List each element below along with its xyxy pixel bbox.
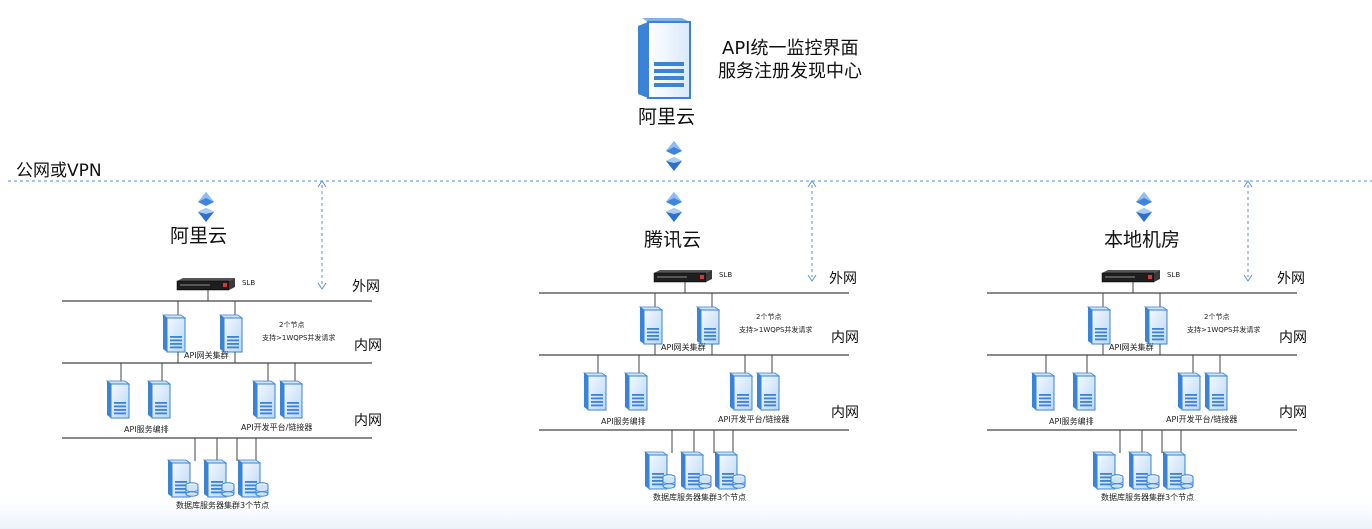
server-icon [623,372,649,411]
server-icon [638,306,664,345]
top-title-line1: API统一监控界面 [722,38,859,59]
top-title-line2: 服务注册发现中心 [718,61,862,82]
server-icon [1203,372,1229,411]
slb-label: SLB [719,271,733,279]
server-icon [1086,306,1112,345]
dashed-bidirectional-arrow [807,180,817,282]
server-icon [146,380,172,419]
database-server-icon [643,451,676,490]
node-info-line1: 2个节点 [279,321,305,329]
public-network-label: 公网或VPN [16,161,102,181]
orchestration-label: API服务编排 [124,425,169,434]
database-cluster-label: 数据库服务器集群3个节点 [1101,493,1195,502]
node-info-line1: 2个节点 [756,313,782,321]
server-icon [1071,372,1097,411]
rack-server-icon [653,270,712,283]
node-info-line2: 支持>1WQPS并发请求 [1187,326,1261,334]
database-server-icon [236,459,269,498]
outer-network-label: 外网 [1277,271,1305,287]
server-icon [1176,372,1202,411]
inner-network-label-2: 内网 [1279,405,1307,421]
dev-platform-label: API开发平台/链接器 [718,415,790,424]
database-server-icon [202,459,235,498]
orchestration-label: API服务编排 [601,417,646,426]
site-name: 阿里云 [170,225,228,247]
gateway-cluster-label: API网关集群 [661,343,706,352]
server-icon [582,372,608,411]
database-server-icon [1127,451,1160,490]
server-icon [218,314,244,353]
server-icon [161,314,187,353]
database-cluster-label: 数据库服务器集群3个节点 [653,493,747,502]
server-icon [728,372,754,411]
server-icon [1143,306,1169,345]
dev-platform-label: API开发平台/链接器 [241,423,313,432]
outer-network-label: 外网 [829,271,857,287]
database-server-icon [679,451,712,490]
server-icon [1030,372,1056,411]
diamond-connector-icon [1136,192,1152,222]
database-cluster-label: 数据库服务器集群3个节点 [176,501,270,510]
slb-label: SLB [242,279,256,287]
site-name: 腾讯云 [644,229,702,251]
diamond-connector-icon [666,192,682,222]
database-server-icon [1091,451,1124,490]
top-cloud-label: 阿里云 [638,106,696,128]
server-tower-icon [638,18,691,99]
inner-network-label-1: 内网 [1279,330,1307,346]
server-icon [695,306,721,345]
server-icon [251,380,277,419]
gateway-cluster-label: API网关集群 [1109,343,1154,352]
node-info-line1: 2个节点 [1204,313,1230,321]
inner-network-label-1: 内网 [831,330,859,346]
database-server-icon [166,459,199,498]
dashed-bidirectional-arrow [1243,180,1253,282]
slb-label: SLB [1167,271,1181,279]
server-icon [755,372,781,411]
outer-network-label: 外网 [352,279,380,295]
orchestration-label: API服务编排 [1049,417,1094,426]
dev-platform-label: API开发平台/链接器 [1166,415,1238,424]
diamond-connector-icon [198,192,214,222]
site-name: 本地机房 [1104,229,1181,251]
inner-network-label-1: 内网 [354,338,382,354]
database-server-icon [1161,451,1194,490]
inner-network-label-2: 内网 [831,405,859,421]
node-info-line2: 支持>1WQPS并发请求 [739,326,813,334]
rack-server-icon [1101,270,1160,283]
gateway-cluster-label: API网关集群 [184,351,229,360]
database-server-icon [713,451,746,490]
diamond-connector-icon [666,141,682,171]
rack-server-icon [176,278,235,291]
inner-network-label-2: 内网 [354,413,382,429]
dashed-bidirectional-arrow [317,180,327,290]
node-info-line2: 支持>1WQPS并发请求 [262,334,336,342]
server-icon [105,380,131,419]
server-icon [278,380,304,419]
